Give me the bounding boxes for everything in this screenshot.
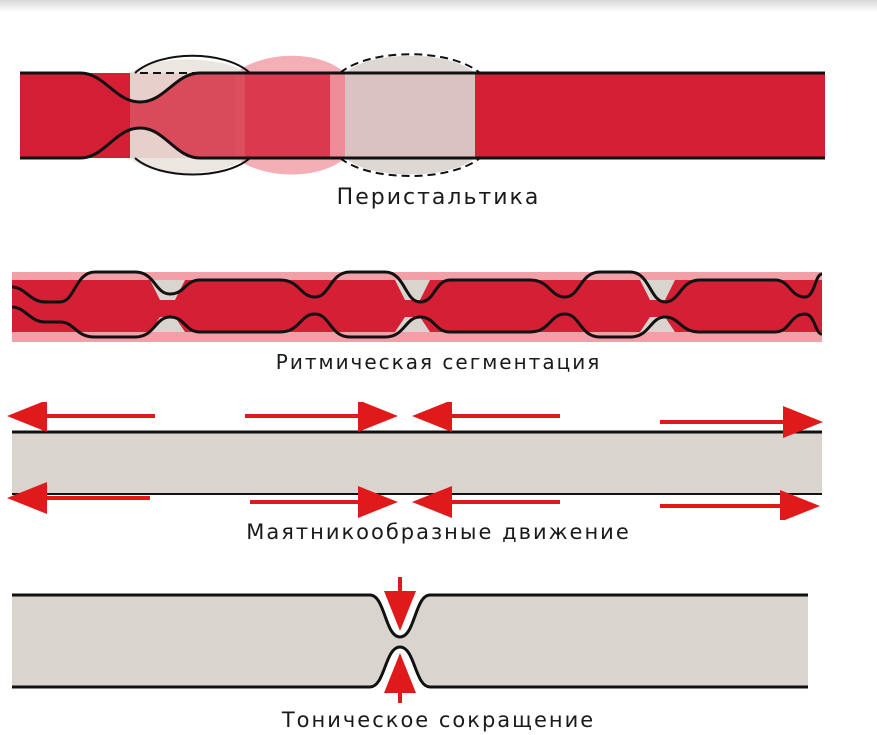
pendulum-diagram (0, 402, 877, 520)
tonic-diagram (0, 575, 877, 705)
pendulum-caption: Маятникообразные движение (0, 520, 877, 544)
peristalsis-diagram (0, 40, 877, 180)
segmentation-diagram (0, 262, 877, 347)
pendulum-tube (12, 432, 822, 494)
top-edge-shading (0, 0, 877, 12)
pendulum-panel (0, 402, 877, 520)
segmentation-caption: Ритмическая сегментация (0, 350, 877, 374)
peristalsis-panel (0, 40, 877, 180)
tonic-panel (0, 575, 877, 705)
peristalsis-caption: Перистальтика (0, 185, 877, 210)
tonic-caption: Тоническое сокращение (0, 708, 877, 732)
segmentation-panel (0, 262, 877, 347)
tonic-tube (12, 595, 808, 687)
